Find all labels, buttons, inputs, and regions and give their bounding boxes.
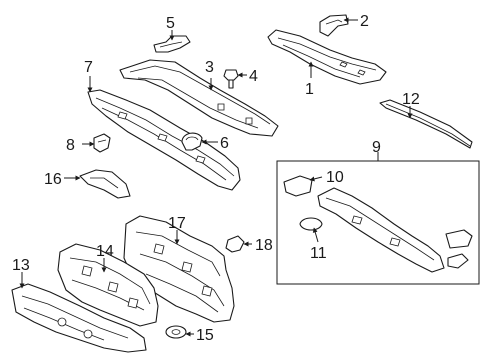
leader-lines (19, 17, 413, 337)
callout-8: 8 (66, 137, 75, 154)
insulator-part-14 (57, 243, 159, 327)
callout-11: 11 (310, 245, 327, 262)
bracket-part-5 (153, 35, 191, 53)
cowl-top-panel-part-1 (267, 29, 387, 85)
fastener-part-18 (225, 235, 245, 253)
callout-6: 6 (220, 135, 229, 152)
callout-16: 16 (44, 171, 62, 188)
callout-15: 15 (196, 327, 214, 344)
callout-2: 2 (360, 13, 369, 30)
callout-12: 12 (402, 91, 420, 108)
dash-insulator-part-17 (123, 215, 235, 323)
insulator-part-16 (79, 169, 131, 199)
callout-18: 18 (255, 237, 273, 254)
callout-5: 5 (166, 15, 175, 32)
callout-13: 13 (12, 257, 30, 274)
grommet-ring-part-15 (165, 325, 187, 339)
callout-10: 10 (326, 169, 344, 186)
cowl-assembly-part-9 (283, 175, 473, 273)
callout-9: 9 (372, 139, 381, 156)
callout-3: 3 (205, 59, 214, 76)
weatherstrip-part-12 (379, 99, 473, 149)
callout-1: 1 (305, 81, 314, 98)
dash-reinforcement-part-7-lower (87, 89, 241, 191)
cowl-crossmember-part-7 (119, 59, 279, 137)
callout-17: 17 (168, 215, 186, 232)
grommet-part-8 (93, 133, 111, 153)
callout-4: 4 (249, 68, 258, 85)
callout-14: 14 (96, 243, 114, 260)
callout-7: 7 (84, 59, 93, 76)
bolt-part-4 (223, 69, 239, 89)
insulator-part-13 (11, 283, 147, 353)
clip-part-6 (181, 132, 203, 151)
bracket-part-2 (319, 14, 349, 37)
